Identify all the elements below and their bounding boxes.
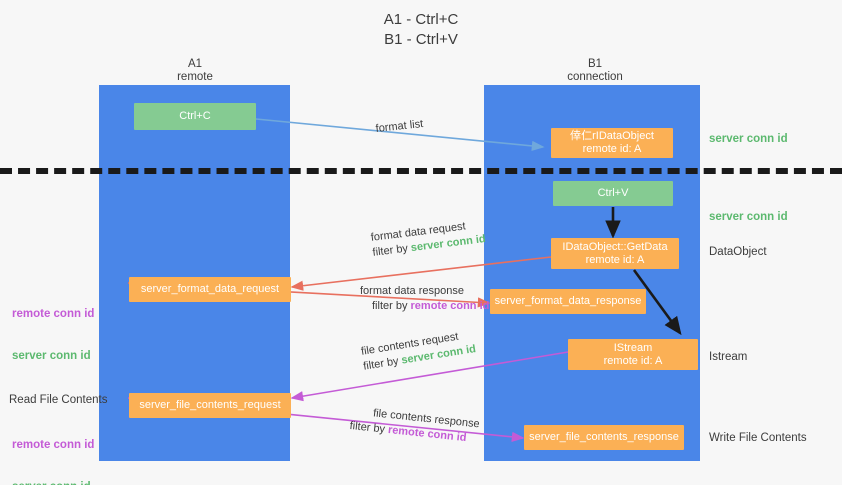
node-server-format-data-response-label: server_format_data_response: [494, 295, 642, 307]
node-server-format-data-response[interactable]: server_format_data_response: [490, 289, 646, 314]
node-idataobject-line2: remote id: A: [582, 143, 642, 155]
filter-value-remote-conn-id: remote conn id: [410, 300, 490, 312]
node-server-file-contents-response-label: server_file_contents_response: [529, 431, 679, 443]
edge-label-file-contents-response: file contents response filter by remote …: [349, 404, 480, 447]
node-getdata-line1: IDataObject::GetData: [562, 240, 668, 253]
label-remote-conn-id-bottom: remote conn id: [12, 439, 95, 451]
label-read-file-contents: Read File Contents: [9, 394, 108, 406]
node-server-file-contents-request-label: server_file_contents_request: [139, 399, 281, 411]
node-server-format-data-request-label: server_format_data_request: [140, 283, 280, 295]
label-dataobject: DataObject: [709, 246, 767, 258]
label-server-conn-id-bottom: server conn id: [12, 480, 94, 485]
node-server-file-contents-response[interactable]: server_file_contents_response: [524, 425, 684, 450]
edge-label-format-data-response: format data response filter by remote co…: [360, 284, 489, 314]
label-server-conn-id-second: server conn id: [709, 211, 788, 223]
node-ctrl-v[interactable]: Ctrl+V: [553, 181, 673, 206]
node-ctrl-v-label: Ctrl+V: [597, 187, 629, 199]
label-server-conn-id-mid: server conn id: [12, 350, 91, 362]
filter-prefix: filter by: [371, 242, 412, 259]
lane-b1-sub: connection: [567, 71, 623, 83]
label-istream: Istream: [709, 351, 748, 363]
node-idataobject-line1: 倖仁rIDataObject: [570, 130, 654, 142]
filter-prefix: filter by: [372, 300, 411, 312]
title-line-2: B1 - Ctrl+V: [384, 31, 458, 48]
node-idataobject[interactable]: 倖仁rIDataObject remote id: A: [551, 128, 673, 158]
filter-prefix: filter by: [349, 419, 389, 436]
edge-label-format-list: format list: [375, 118, 424, 135]
node-ctrl-c[interactable]: Ctrl+C: [134, 103, 256, 130]
label-conn-ids-bottom: remote conn id server conn id: [12, 410, 94, 485]
edge-label-file-contents-request: file contents request filter by server c…: [360, 327, 477, 374]
label-remote-conn-id-mid: remote conn id: [12, 308, 95, 320]
node-server-file-contents-request[interactable]: server_file_contents_request: [129, 393, 291, 418]
node-getdata-line2: remote id: A: [585, 253, 645, 266]
label-write-file-contents: Write File Contents: [709, 432, 807, 444]
lane-header-b1: B1 connection: [530, 58, 660, 84]
node-getdata[interactable]: IDataObject::GetData remote id: A: [551, 238, 679, 269]
node-server-format-data-request[interactable]: server_format_data_request: [129, 277, 291, 302]
page-title: A1 - Ctrl+C B1 - Ctrl+V: [0, 10, 842, 50]
lane-a1-name: A1: [187, 58, 203, 70]
lane-header-a1: A1 remote: [130, 58, 260, 84]
phase-divider: [0, 168, 842, 174]
node-istream[interactable]: IStream remote id: A: [568, 339, 698, 370]
node-istream-line2: remote id: A: [603, 354, 663, 367]
node-istream-line1: IStream: [613, 341, 653, 354]
lane-b1-name: B1: [587, 58, 603, 70]
node-ctrl-c-label: Ctrl+C: [179, 110, 211, 122]
label-server-conn-id-top: server conn id: [709, 133, 788, 145]
edge-label-format-data-request: format data request filter by server con…: [370, 217, 487, 261]
edge-label-format-data-response-filter: filter by remote conn id: [360, 299, 489, 314]
label-conn-ids-mid: remote conn id server conn id: [12, 279, 94, 391]
edge-label-format-data-response-title: format data response: [360, 285, 464, 297]
title-line-1: A1 - Ctrl+C: [383, 11, 459, 28]
lane-a1-sub: remote: [177, 71, 213, 83]
